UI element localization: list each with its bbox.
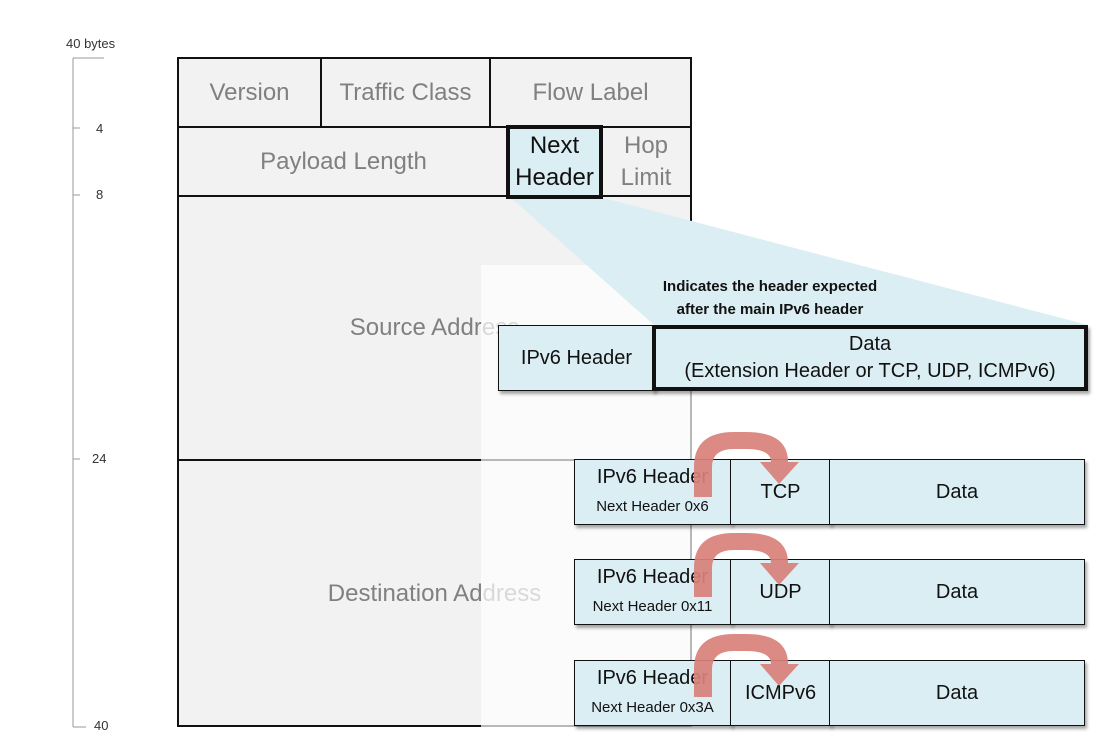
packet-data: Data (Extension Header or TCP, UDP, ICMP… (652, 325, 1088, 391)
next-header-label-line1: Next (529, 132, 580, 159)
icmpv6-example-next-header-value: Next Header 0x3A (591, 699, 714, 716)
ruler-tick-40: 40 (94, 718, 109, 733)
tcp-example-next-header-value: Next Header 0x6 (596, 498, 709, 515)
icmpv6-example-data-label: Data (935, 681, 979, 704)
packet-data-label-line2: (Extension Header or TCP, UDP, ICMPv6) (684, 360, 1056, 382)
packet-data-label-line1: Data (848, 333, 892, 355)
ruler-tick-24: 24 (92, 451, 107, 466)
tcp-protocol-label: TCP (760, 480, 801, 503)
udp-example-next-header-value: Next Header 0x11 (592, 598, 713, 615)
tcp-example-data-block: Data (829, 459, 1085, 525)
tcp-curved-arrow-icon (694, 432, 799, 497)
callout-text: Indicates the header expected after the … (620, 275, 920, 321)
tcp-example-header-label: IPv6 Header (596, 466, 709, 488)
icmpv6-curved-arrow-icon (694, 634, 799, 697)
udp-protocol-block: UDP (730, 559, 831, 625)
hop-limit-label-line2: Limit (620, 163, 672, 191)
hop-limit-label-line1: Hop (623, 131, 669, 159)
callout-line2: after the main IPv6 header (676, 301, 864, 318)
next-header-field: Next Header (506, 125, 603, 199)
ruler-tick-8: 8 (96, 187, 104, 202)
ruler-label-40-bytes: 40 bytes (66, 36, 116, 51)
packet-ipv6-header-label: IPv6 Header (520, 346, 633, 369)
icmpv6-protocol-label: ICMPv6 (744, 681, 817, 704)
payload-length-label: Payload Length (260, 147, 427, 175)
udp-curved-arrow-icon (694, 533, 799, 597)
udp-example-data-block: Data (829, 559, 1085, 625)
version-label: Version (209, 78, 290, 106)
tcp-example-data-label: Data (935, 480, 979, 503)
flow-label-label: Flow Label (532, 78, 649, 106)
next-header-label-line2: Header (515, 164, 594, 191)
icmpv6-example-header-label: IPv6 Header (596, 667, 709, 689)
traffic-class-label: Traffic Class (339, 79, 472, 106)
callout-line1: Indicates the header expected (662, 278, 878, 295)
udp-example-data-label: Data (935, 580, 979, 603)
icmpv6-example-data-block: Data (829, 660, 1085, 726)
payload-length-field: Payload Length (177, 126, 510, 197)
udp-example-header-label: IPv6 Header (596, 566, 709, 588)
version-field: Version (177, 57, 322, 128)
ruler-tick-4: 4 (96, 121, 104, 136)
udp-protocol-label: UDP (759, 580, 802, 603)
